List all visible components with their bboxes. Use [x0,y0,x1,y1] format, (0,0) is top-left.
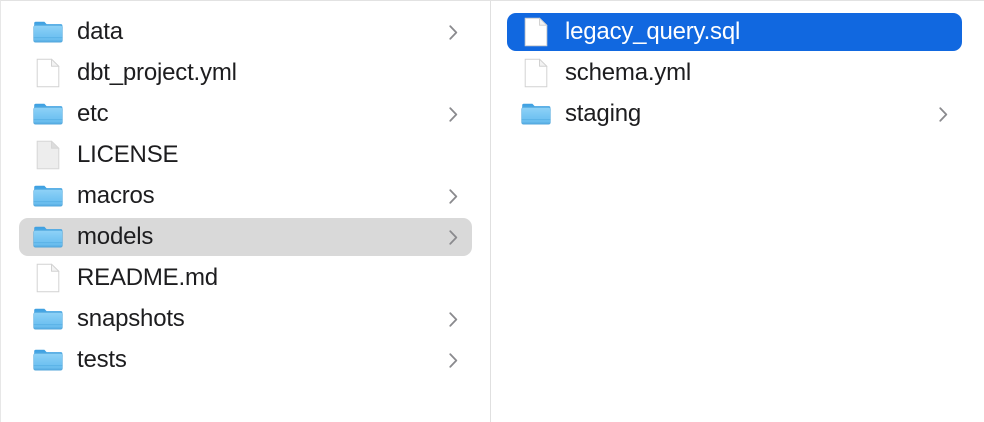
folder-row[interactable]: tests [19,341,472,379]
chevron-right-icon-glyph [448,311,457,327]
document-icon-glyph [524,58,548,88]
chevron-right-icon[interactable] [446,226,460,248]
folder-row[interactable]: macros [19,177,472,215]
document-icon-glyph [524,17,548,47]
folder-row[interactable]: staging [507,95,962,133]
chevron-right-icon[interactable] [446,21,460,43]
item-label: models [77,223,154,250]
folder-icon-glyph [33,185,63,207]
item-label: staging [565,100,641,127]
item-label: schema.yml [565,59,692,86]
document-icon-glyph [36,140,60,170]
folder-icon-glyph [521,103,551,125]
chevron-right-icon-glyph [448,188,457,204]
item-label: dbt_project.yml [77,59,237,86]
folder-icon [521,98,551,130]
folder-row[interactable]: etc [19,95,472,133]
item-label: LICENSE [77,141,179,168]
chevron-right-icon[interactable] [446,308,460,330]
chevron-right-icon[interactable] [446,103,460,125]
folder-row[interactable]: models [19,218,472,256]
document-icon-glyph [36,263,60,293]
file-row[interactable]: README.md [19,259,472,297]
item-label: README.md [77,264,218,291]
folder-icon-glyph [33,308,63,330]
folder-icon [33,98,63,130]
chevron-right-icon-glyph [448,106,457,122]
document-icon [521,16,551,48]
file-row[interactable]: dbt_project.yml [19,54,472,92]
chevron-right-icon-glyph [448,229,457,245]
file-row[interactable]: LICENSE [19,136,472,174]
item-label: macros [77,182,155,209]
chevron-right-icon-glyph [448,24,457,40]
document-icon-glyph [36,58,60,88]
folder-icon [33,303,63,335]
folder-icon-glyph [33,226,63,248]
item-label: etc [77,100,109,127]
chevron-right-icon[interactable] [446,349,460,371]
file-row[interactable]: schema.yml [507,54,962,92]
chevron-right-icon[interactable] [446,185,460,207]
folder-icon [33,16,63,48]
folder-icon [33,344,63,376]
folder-icon-glyph [33,103,63,125]
document-icon [33,57,63,89]
chevron-right-icon[interactable] [936,103,950,125]
folder-icon [33,180,63,212]
item-label: snapshots [77,305,185,332]
chevron-right-icon-glyph [938,106,947,122]
folder-row[interactable]: data [19,13,472,51]
document-plain-icon [33,139,63,171]
folder-icon-glyph [33,21,63,43]
item-label: data [77,18,123,45]
file-row[interactable]: legacy_query.sql [507,13,962,51]
item-label: tests [77,346,127,373]
file-column-parent: data dbt_project.yml etc LICENSE [1,1,491,422]
file-column-models: legacy_query.sql schema.yml staging [491,1,984,422]
item-label: legacy_query.sql [565,18,741,45]
folder-icon [33,221,63,253]
folder-icon-glyph [33,349,63,371]
document-icon [521,57,551,89]
document-icon [33,262,63,294]
chevron-right-icon-glyph [448,352,457,368]
folder-row[interactable]: snapshots [19,300,472,338]
